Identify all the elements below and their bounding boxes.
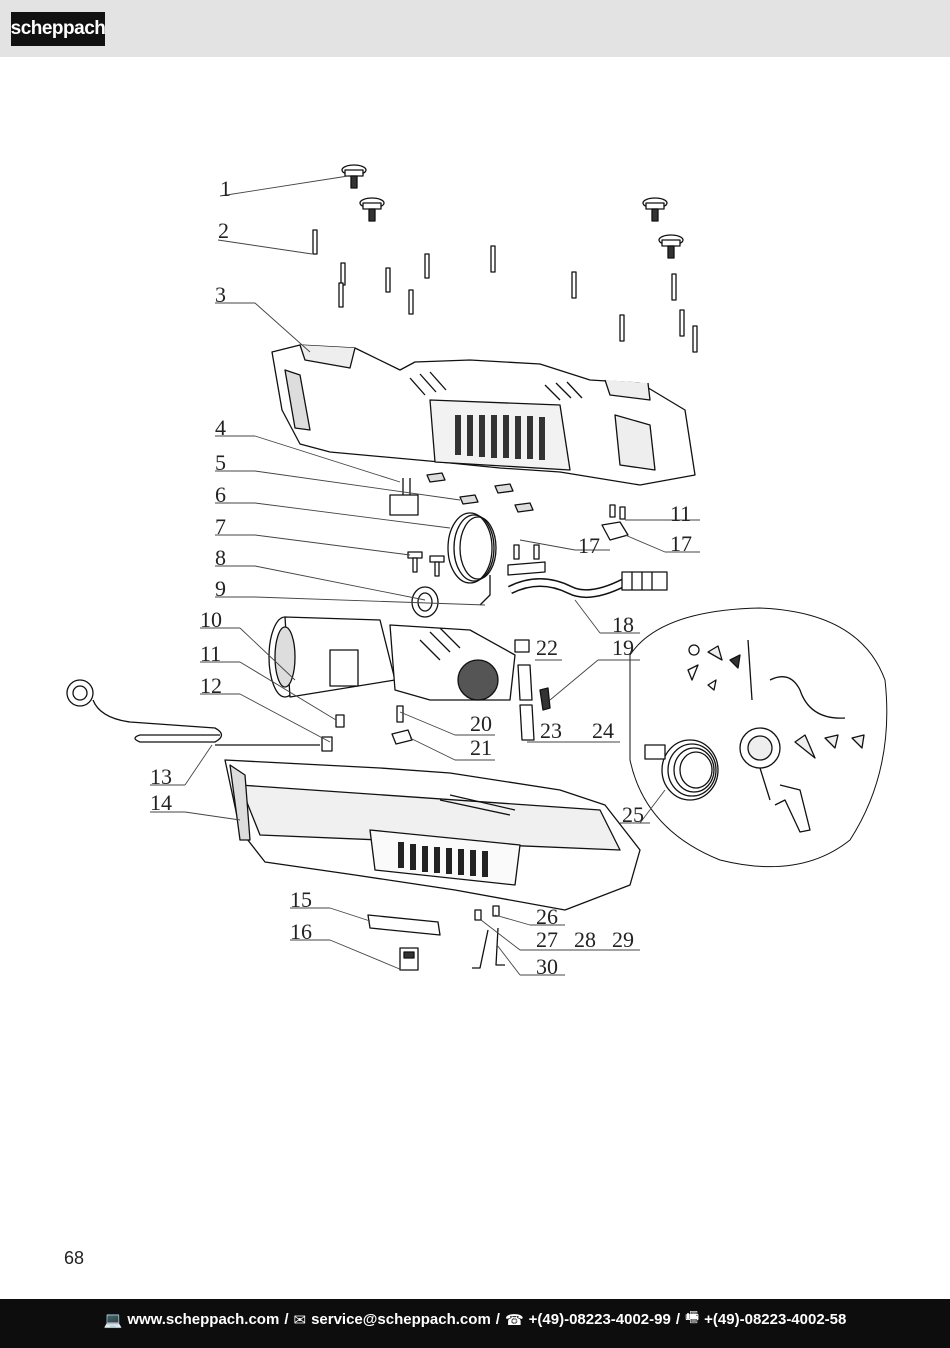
callout-7: 7 <box>215 514 226 539</box>
accessory-kit-drawing <box>629 607 888 868</box>
fittings-drawing <box>472 905 505 969</box>
footer-email[interactable]: service@scheppach.com <box>311 1311 491 1328</box>
callout-17a: 17 <box>578 533 600 558</box>
pressure-pipe-drawing <box>507 571 668 599</box>
footer-bar: 💻 www.scheppach.com / ✉ service@scheppac… <box>0 1299 950 1348</box>
callout-14: 14 <box>150 790 172 815</box>
callout-1: 1 <box>220 176 231 201</box>
knob-drawings <box>341 164 684 259</box>
footer-website[interactable]: www.scheppach.com <box>127 1311 280 1328</box>
callout-11b: 11 <box>670 501 691 526</box>
footer-contact-line: 💻 www.scheppach.com / ✉ service@scheppac… <box>0 1299 950 1340</box>
footer-phone: +(49)-08223-4002-99 <box>528 1311 671 1328</box>
brand-logo: scheppach <box>11 12 106 46</box>
callout-18: 18 <box>612 612 634 637</box>
callout-17b: 17 <box>670 531 692 556</box>
callout-23: 23 <box>540 718 562 743</box>
callout-29: 29 <box>612 927 634 952</box>
callout-26: 26 <box>536 904 558 929</box>
callout-25: 25 <box>622 802 644 827</box>
email-icon: ✉ <box>293 1311 307 1329</box>
switch-part-drawing <box>399 947 419 971</box>
callout-19: 19 <box>612 635 634 660</box>
callout-8: 8 <box>215 545 226 570</box>
footer-fax: +(49)-08223-4002-58 <box>704 1311 847 1328</box>
callout-5: 5 <box>215 450 226 475</box>
fax-icon: 🖷 <box>685 1309 700 1326</box>
callout-3: 3 <box>215 282 226 307</box>
power-cable-drawing <box>66 679 345 752</box>
callout-22: 22 <box>536 635 558 660</box>
small-parts-drawings <box>389 472 629 541</box>
callout-13: 13 <box>150 764 172 789</box>
computer-icon: 💻 <box>103 1311 123 1329</box>
callout-11: 11 <box>200 641 221 666</box>
page-number: 68 <box>64 1248 85 1268</box>
callout-16: 16 <box>290 919 312 944</box>
base-housing-drawing <box>224 759 641 911</box>
top-housing-drawing <box>271 344 696 486</box>
callout-24: 24 <box>592 718 614 743</box>
callout-2: 2 <box>218 218 229 243</box>
callout-10: 10 <box>200 607 222 632</box>
callout-21: 21 <box>470 735 492 760</box>
foot-screw-drawings <box>407 544 546 577</box>
footer-separator: / <box>284 1311 289 1328</box>
cover-plate-drawing <box>367 914 441 936</box>
callout-labels: 1 2 3 4 5 6 7 8 9 10 11 12 13 14 15 16 1… <box>150 176 692 979</box>
callout-27: 27 <box>536 927 558 952</box>
footer-separator: / <box>675 1311 680 1328</box>
callout-9: 9 <box>215 576 226 601</box>
callout-28: 28 <box>574 927 596 952</box>
coiled-hose-drawing <box>447 512 497 606</box>
filter-cup-drawing <box>411 586 439 618</box>
callout-6: 6 <box>215 482 226 507</box>
footer-separator: / <box>495 1311 500 1328</box>
callout-20: 20 <box>470 711 492 736</box>
screw-drawings <box>312 229 698 353</box>
callout-12: 12 <box>200 673 222 698</box>
callout-4: 4 <box>215 415 226 440</box>
phone-icon: ☎ <box>504 1311 524 1329</box>
motor-compressor-drawing <box>268 616 551 745</box>
callout-15: 15 <box>290 887 312 912</box>
header-bar: scheppach <box>0 0 950 57</box>
leader-lines <box>150 175 700 976</box>
callout-30: 30 <box>536 954 558 979</box>
